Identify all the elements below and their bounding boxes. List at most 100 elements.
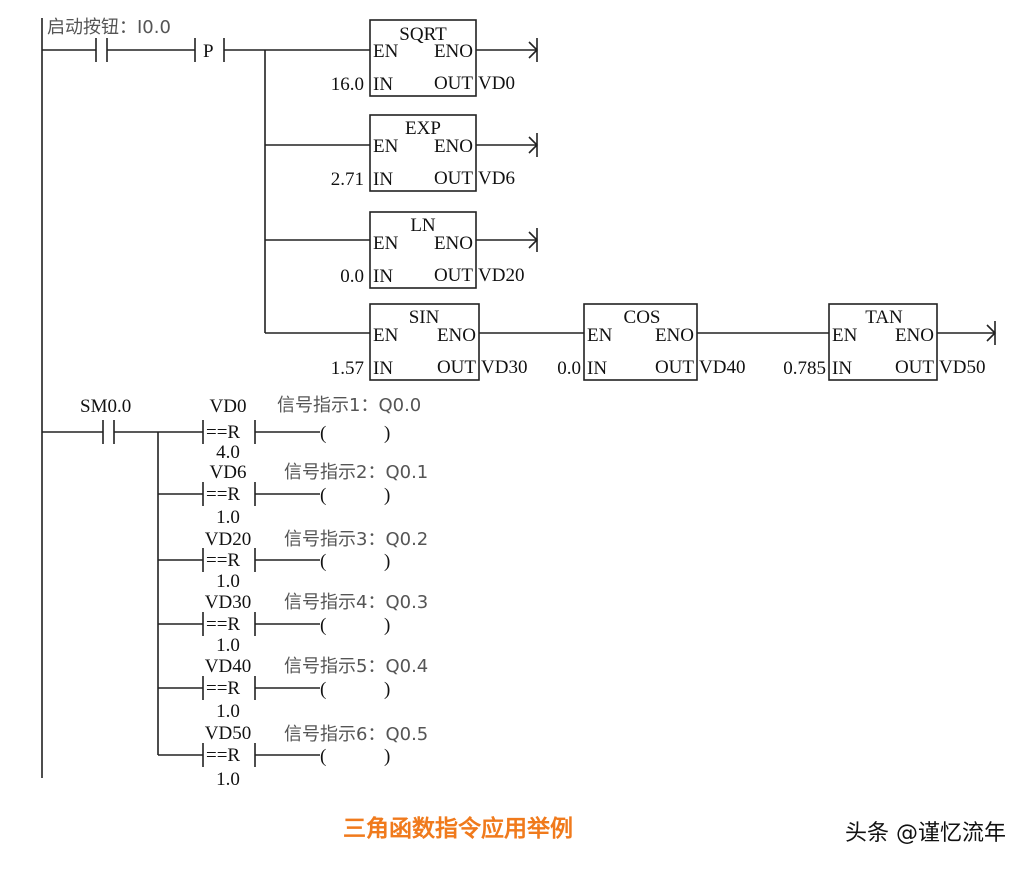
eno-pin: ENO: [895, 325, 934, 346]
in-value: 0.0: [557, 358, 581, 379]
compare-var: VD50: [205, 723, 251, 744]
eno-arrow-icon: [528, 38, 539, 62]
coil-right: ): [384, 485, 390, 506]
coil-label: 信号指示6：Q0.5: [284, 724, 428, 745]
compare-value: 1.0: [216, 701, 240, 722]
coil-label: 信号指示4：Q0.3: [284, 592, 428, 613]
block-title: LN: [410, 215, 436, 236]
in-value: 2.71: [331, 169, 364, 190]
coil-left: (: [320, 485, 326, 506]
eno-pin: ENO: [434, 136, 473, 157]
coil-label: 信号指示3：Q0.2: [284, 529, 428, 550]
start-button-label: 启动按钮：I0.0: [47, 17, 171, 38]
coil-left: (: [320, 746, 326, 767]
coil-right: ): [384, 679, 390, 700]
eno-arrow-icon: [528, 228, 539, 252]
compare-value: 4.0: [216, 442, 240, 463]
en-pin: EN: [373, 325, 399, 346]
coil-label: 信号指示1：Q0.0: [277, 395, 421, 416]
block-title: COS: [624, 307, 661, 328]
eno-pin: ENO: [434, 233, 473, 254]
eno-arrow-icon: [986, 321, 997, 345]
eno-pin: ENO: [655, 325, 694, 346]
block-title: SIN: [409, 307, 440, 328]
compare-row: VD30 ==R 1.0 信号指示4：Q0.3 ( ): [202, 592, 428, 656]
out-value: VD30: [481, 357, 527, 378]
sin-block: SIN EN ENO IN OUT: [369, 303, 480, 381]
compare-var: VD30: [205, 592, 251, 613]
eno-pin: ENO: [434, 41, 473, 62]
coil-right: ): [384, 423, 390, 444]
sm-contact-label: SM0.0: [80, 396, 131, 417]
edge-label: P: [203, 41, 214, 62]
compare-op: ==R: [206, 422, 240, 443]
figure-caption: 三角函数指令应用举例: [343, 815, 573, 842]
exp-block: EXP EN ENO IN OUT: [369, 114, 477, 192]
in-pin: IN: [587, 358, 607, 379]
out-pin: OUT: [434, 168, 473, 189]
compare-var: VD20: [205, 529, 251, 550]
in-value: 16.0: [331, 74, 364, 95]
watermark: 头条 @谨忆流年: [845, 821, 1006, 846]
tan-block: TAN EN ENO IN OUT: [828, 303, 938, 381]
out-pin: OUT: [437, 357, 476, 378]
compare-row: VD40 ==R 1.0 信号指示5：Q0.4 ( ): [202, 656, 428, 722]
compare-value: 1.0: [216, 507, 240, 528]
out-pin: OUT: [434, 265, 473, 286]
coil-label: 信号指示2：Q0.1: [284, 462, 428, 483]
compare-op: ==R: [206, 484, 240, 505]
en-pin: EN: [373, 136, 399, 157]
coil-right: ): [384, 551, 390, 572]
block-title: SQRT: [399, 24, 447, 45]
in-value: 1.57: [331, 358, 364, 379]
coil-left: (: [320, 423, 326, 444]
coil-right: ): [384, 615, 390, 636]
out-pin: OUT: [895, 357, 934, 378]
coil-left: (: [320, 551, 326, 572]
compare-row: VD6 ==R 1.0 信号指示2：Q0.1 ( ): [202, 462, 428, 528]
in-pin: IN: [373, 169, 393, 190]
coil-right: ): [384, 746, 390, 767]
in-value: 0.785: [783, 358, 826, 379]
compare-op: ==R: [206, 550, 240, 571]
compare-op: ==R: [206, 614, 240, 635]
eno-pin: ENO: [437, 325, 476, 346]
in-pin: IN: [832, 358, 852, 379]
en-pin: EN: [373, 41, 399, 62]
compare-var: VD6: [210, 462, 247, 483]
out-value: VD6: [478, 168, 515, 189]
compare-value: 1.0: [216, 571, 240, 592]
compare-value: 1.0: [216, 635, 240, 656]
en-pin: EN: [832, 325, 858, 346]
en-pin: EN: [373, 233, 399, 254]
coil-left: (: [320, 615, 326, 636]
in-pin: IN: [373, 74, 393, 95]
ln-block: LN EN ENO IN OUT: [369, 211, 477, 289]
out-value: VD0: [478, 73, 515, 94]
out-pin: OUT: [434, 73, 473, 94]
sqrt-block: SQRT EN ENO IN OUT: [369, 19, 477, 97]
compare-value: 1.0: [216, 769, 240, 790]
block-title: TAN: [865, 307, 903, 328]
start-contact: [95, 38, 108, 62]
coil-label: 信号指示5：Q0.4: [284, 656, 428, 677]
block-title: EXP: [405, 118, 441, 139]
compare-op: ==R: [206, 745, 240, 766]
compare-row: VD20 ==R 1.0 信号指示3：Q0.2 ( ): [202, 529, 428, 592]
compare-row: VD50 ==R 1.0 信号指示6：Q0.5 ( ): [202, 723, 428, 790]
out-value: VD50: [939, 357, 985, 378]
en-pin: EN: [587, 325, 613, 346]
coil-left: (: [320, 679, 326, 700]
out-value: VD20: [478, 265, 524, 286]
positive-edge-contact: P: [194, 38, 225, 62]
out-pin: OUT: [655, 357, 694, 378]
in-pin: IN: [373, 266, 393, 287]
out-value: VD40: [699, 357, 745, 378]
compare-op: ==R: [206, 678, 240, 699]
compare-row: VD0 ==R 4.0 信号指示1：Q0.0 ( ): [202, 395, 421, 463]
cos-block: COS EN ENO IN OUT: [583, 303, 698, 381]
sm-contact: [102, 420, 115, 444]
compare-var: VD40: [205, 656, 251, 677]
in-value: 0.0: [340, 266, 364, 287]
